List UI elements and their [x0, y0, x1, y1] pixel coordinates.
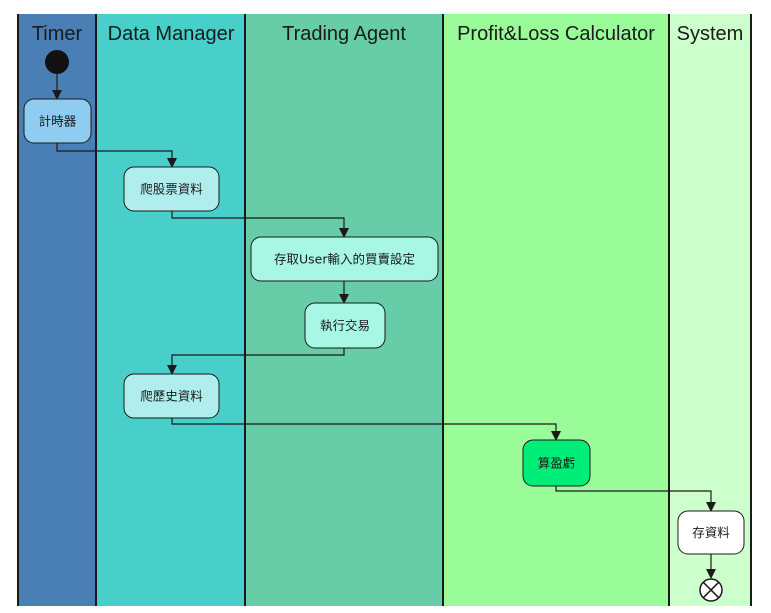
activity-save-label: 存資料: [692, 525, 730, 540]
activity-crawl-stock-box: [123, 166, 220, 212]
lane-title-trading-agent: Trading Agent: [282, 23, 406, 45]
activity-save-box: [677, 510, 745, 555]
activity-timer-box: [23, 98, 92, 144]
activity-settings-label: 存取User輸入的買賣設定: [274, 252, 415, 267]
activity-calc-pnl-box: [522, 439, 591, 487]
activity-crawl-history-box: [123, 373, 220, 419]
edge-timer-to-crawl-stock: [56, 143, 177, 168]
edge-crawl-history-to-calc-pnl: [171, 418, 561, 441]
end-node-cross: [702, 581, 720, 599]
end-node: [699, 578, 723, 602]
activity-execute[interactable]: 執行交易: [304, 302, 386, 349]
activity-calc-pnl[interactable]: 算盈虧: [522, 439, 591, 487]
lane-title-data-manager: Data Manager: [108, 23, 235, 45]
lane-title-system: System: [677, 23, 744, 45]
activity-calc-pnl-label: 算盈虧: [538, 456, 576, 471]
edge-calc-pnl-to-save: [555, 486, 716, 512]
edge-execute-to-crawl-history: [167, 348, 345, 375]
lane-data-manager-bg: [96, 14, 245, 606]
activity-settings-box: [250, 236, 439, 282]
activity-save[interactable]: 存資料: [677, 510, 745, 555]
lane-pnl-bg: [443, 14, 669, 606]
activity-settings[interactable]: 存取User輸入的買賣設定: [250, 236, 439, 282]
activity-timer[interactable]: 計時器: [23, 98, 92, 144]
activity-crawl-stock-label: 爬股票資料: [140, 182, 203, 197]
start-node: [45, 50, 69, 74]
activity-crawl-stock[interactable]: 爬股票資料: [123, 166, 220, 212]
lane-title-timer: Timer: [32, 23, 83, 45]
lane-title-pnl: Profit&Loss Calculator: [457, 23, 655, 45]
activity-crawl-history[interactable]: 爬歷史資料: [123, 373, 220, 419]
edge-crawl-stock-to-settings: [171, 211, 349, 238]
activity-execute-label: 執行交易: [320, 318, 370, 333]
activity-timer-label: 計時器: [39, 114, 77, 129]
activity-execute-box: [304, 302, 386, 349]
activity-crawl-history-label: 爬歷史資料: [140, 389, 203, 404]
